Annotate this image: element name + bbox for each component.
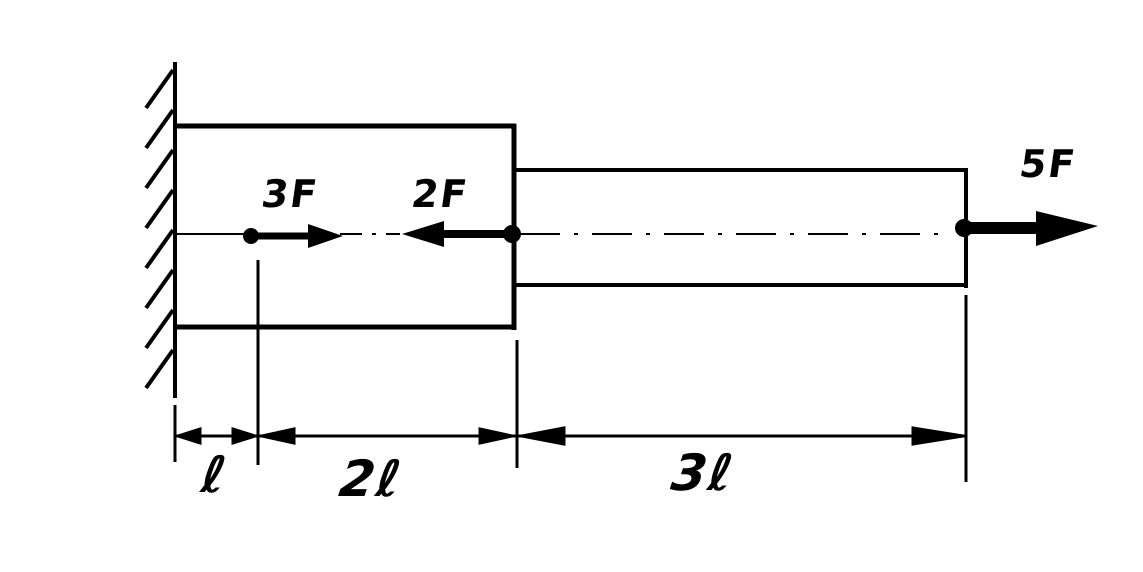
force-label-5f: 5F bbox=[1016, 142, 1080, 186]
force-arrow-5f bbox=[955, 211, 1098, 246]
bar-segment-narrow bbox=[514, 168, 968, 288]
force-arrow-2f bbox=[402, 221, 521, 247]
fixed-wall bbox=[144, 62, 177, 398]
force-label-3f: 3F bbox=[258, 172, 322, 216]
force-arrow-3f bbox=[243, 224, 343, 248]
dimension-label-2l: 2ℓ bbox=[335, 450, 407, 508]
dimension-label-3l: 3ℓ bbox=[667, 444, 739, 502]
dimension-line bbox=[173, 426, 966, 446]
bar-segment-wide bbox=[175, 123, 517, 330]
force-label-2f: 2F bbox=[408, 172, 472, 216]
extension-lines bbox=[173, 260, 968, 482]
